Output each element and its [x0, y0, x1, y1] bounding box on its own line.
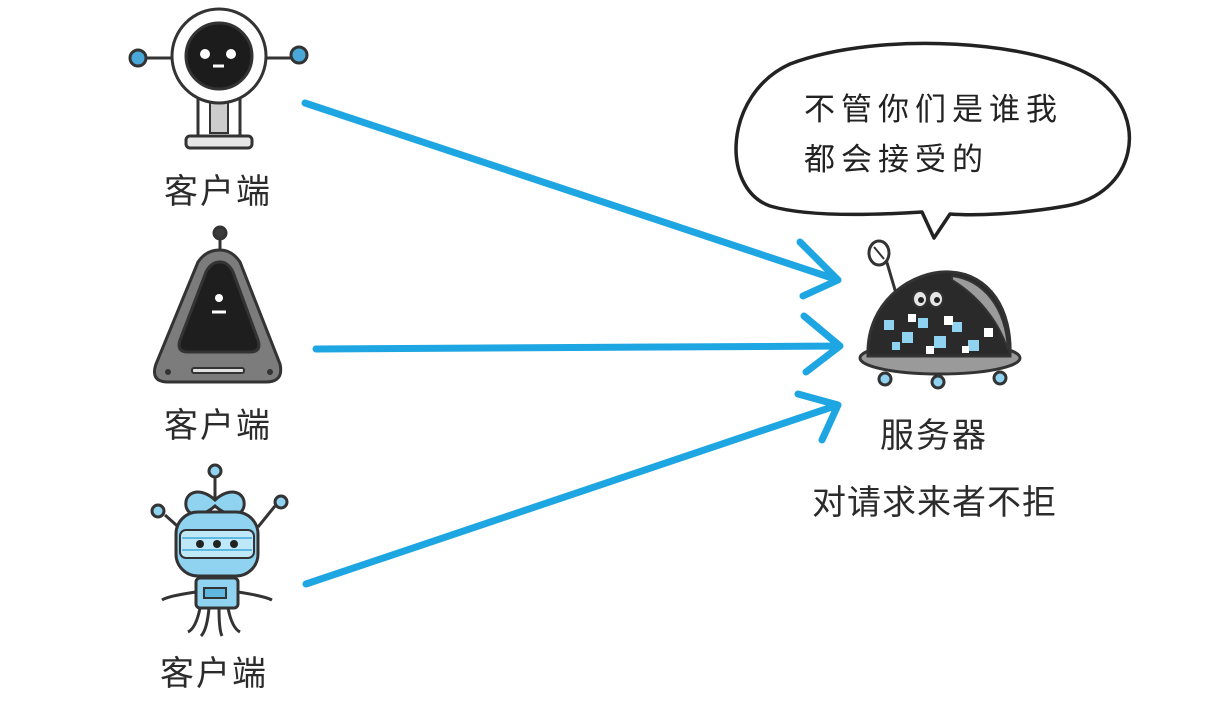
- speech-line-1: 不管你们是谁我: [804, 92, 1063, 128]
- arrow-client1-to-server: [301, 99, 842, 300]
- client-label-2: 客户端: [164, 406, 272, 446]
- arrow-client2-to-server: [312, 312, 844, 376]
- round-robot-icon: [128, 7, 309, 150]
- speech-bubble: [734, 41, 1132, 240]
- client-label-1: 客户端: [164, 172, 272, 212]
- octopus-robot-icon: [150, 463, 289, 638]
- arrow-client3-to-server: [302, 390, 842, 588]
- dome-robot-icon: [858, 239, 1022, 390]
- triangle-robot-icon: [153, 225, 283, 384]
- speech-line-2: 都会接受的: [804, 142, 989, 178]
- server-label: 服务器: [880, 416, 988, 456]
- client-label-3: 客户端: [160, 654, 268, 694]
- request-arrows: [301, 99, 844, 588]
- server-caption: 对请求来者不拒: [812, 483, 1057, 523]
